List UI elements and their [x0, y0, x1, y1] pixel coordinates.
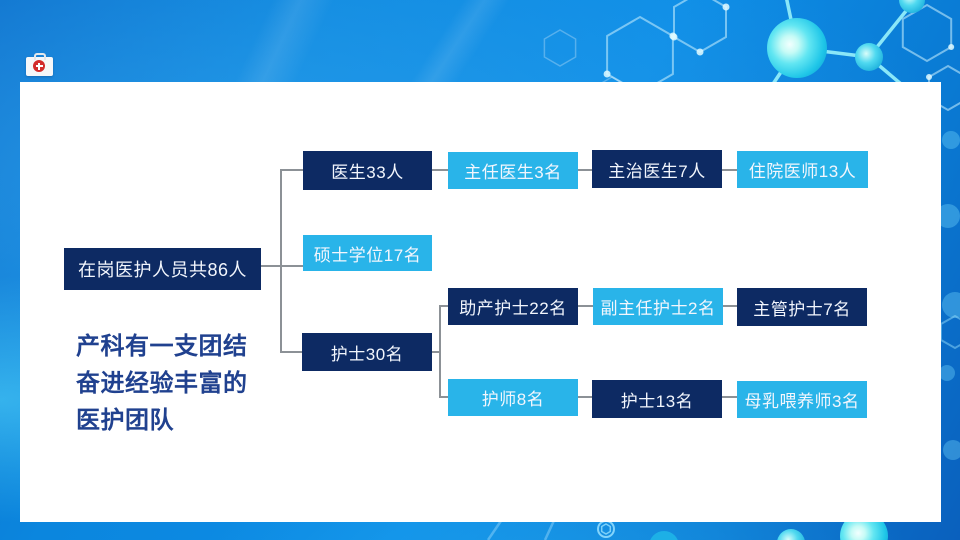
connector [432, 169, 448, 171]
node-deputy-chief-nurses: 副主任护士2名 [593, 288, 723, 325]
node-midwife-nurses: 助产护士22名 [448, 288, 578, 325]
node-nurses: 护士30名 [302, 333, 432, 371]
node-nurse-practitioners: 护师8名 [448, 379, 578, 416]
connector [261, 265, 303, 267]
node-attending-physicians: 主治医生7人 [592, 150, 722, 188]
node-doctors: 医生33人 [303, 151, 432, 190]
connector [723, 305, 737, 307]
connector [722, 396, 737, 398]
node-nurses-13: 护士13名 [592, 380, 722, 418]
caption-line-1: 产科有一支团结 [76, 333, 248, 360]
connector [441, 305, 448, 307]
connector [578, 169, 592, 171]
node-master-degree: 硕士学位17名 [303, 235, 432, 271]
caption-line-3: 医护团队 [76, 407, 174, 434]
team-caption: 产科有一支团结 奋进经验丰富的 医护团队 [76, 328, 248, 439]
connector [282, 351, 303, 353]
connector [578, 396, 592, 398]
connector [439, 305, 441, 398]
connector [578, 305, 593, 307]
connector [282, 169, 303, 171]
node-charge-nurses: 主管护士7名 [737, 288, 867, 326]
node-total-staff: 在岗医护人员共86人 [64, 248, 261, 290]
connector [432, 351, 440, 353]
caption-line-2: 奋进经验丰富的 [76, 370, 248, 397]
connector [722, 169, 737, 171]
node-resident-physicians: 住院医师13人 [737, 151, 868, 188]
connector [280, 169, 282, 353]
node-lactation-consultants: 母乳喂养师3名 [737, 381, 867, 418]
red-cross-icon [33, 60, 45, 72]
first-aid-kit-icon [26, 53, 53, 76]
connector [441, 396, 448, 398]
node-chief-physicians: 主任医生3名 [448, 152, 578, 189]
